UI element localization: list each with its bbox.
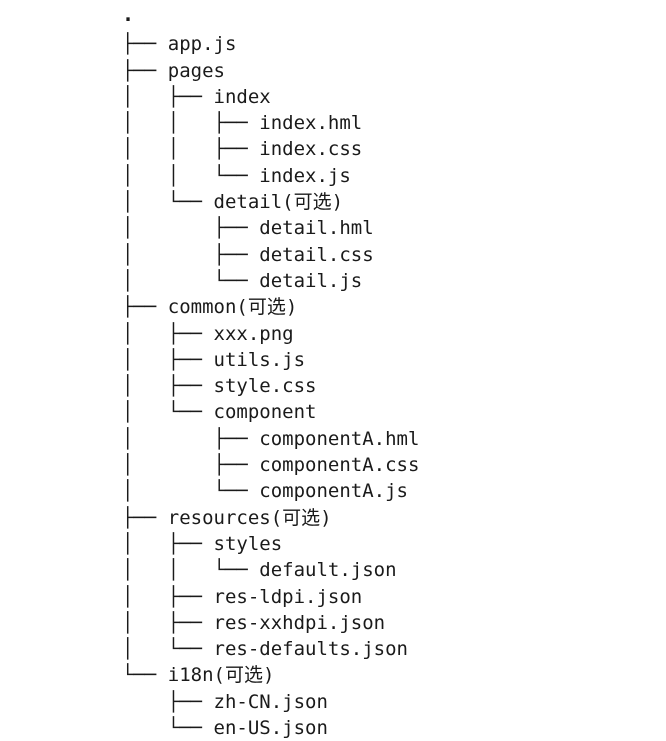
tree-label: res-defaults.json: [213, 638, 408, 661]
tree-label: index.js: [259, 164, 351, 187]
tree-prefix: │ ├──: [122, 322, 214, 345]
tree-label: app.js: [167, 33, 237, 56]
tree-prefix: ├──: [122, 33, 168, 56]
tree-prefix: │ ├──: [122, 217, 260, 240]
tree-prefix: │ ├──: [122, 427, 260, 450]
tree-root-label: .: [122, 2, 135, 26]
tree-prefix: │ ├──: [122, 348, 214, 371]
tree-label: index.css: [259, 138, 363, 161]
tree-label: componentA.css: [259, 454, 420, 477]
tree-line-app-js: ├── app.js: [122, 31, 642, 57]
tree-prefix: ├──: [122, 506, 168, 529]
tree-line-utils-js: │ ├── utils.js: [122, 347, 642, 373]
tree-line-detail-css: │ ├── detail.css: [122, 242, 642, 268]
tree-prefix: ├──: [122, 296, 168, 319]
tree-prefix: └──: [122, 717, 214, 740]
tree-line-xxx-png: │ ├── xxx.png: [122, 321, 642, 347]
tree-prefix: │ └──: [122, 401, 214, 424]
tree-prefix: │ │ └──: [122, 559, 260, 582]
tree-label: index: [213, 85, 271, 108]
tree-line-res-ldpi-json: │ ├── res-ldpi.json: [122, 584, 642, 610]
tree-line-detail-hml: │ ├── detail.hml: [122, 215, 642, 241]
tree-root: .: [122, 2, 642, 31]
tree-label: style.css: [213, 375, 317, 398]
tree-line-index-css: │ │ ├── index.css: [122, 136, 642, 162]
tree-prefix: │ ├──: [122, 532, 214, 555]
tree-label: detail.hml: [259, 217, 374, 240]
tree-label: i18n(可选): [167, 664, 275, 687]
tree-label: componentA.js: [259, 480, 408, 503]
tree-prefix: │ ├──: [122, 454, 260, 477]
directory-tree: . ├── app.js ├── pages │ ├── index │ │ ├…: [122, 2, 642, 741]
tree-prefix: │ │ └──: [122, 164, 260, 187]
tree-line-index: │ ├── index: [122, 84, 642, 110]
tree-label: en-US.json: [213, 717, 328, 740]
tree-label: res-xxhdpi.json: [213, 611, 386, 634]
tree-prefix: │ └──: [122, 191, 214, 214]
tree-prefix: └──: [122, 664, 168, 687]
tree-prefix: │ └──: [122, 269, 260, 292]
tree-prefix: │ ├──: [122, 611, 214, 634]
tree-line-en-us-json: └── en-US.json: [122, 715, 642, 741]
tree-line-detail-js: │ └── detail.js: [122, 268, 642, 294]
tree-label: componentA.hml: [259, 427, 420, 450]
tree-label: pages: [167, 59, 225, 82]
tree-label: detail.js: [259, 269, 363, 292]
tree-line-index-hml: │ │ ├── index.hml: [122, 110, 642, 136]
tree-label: res-ldpi.json: [213, 585, 363, 608]
tree-line-componenta-css: │ ├── componentA.css: [122, 452, 642, 478]
tree-prefix: │ └──: [122, 480, 260, 503]
tree-label: detail.css: [259, 243, 374, 266]
tree-label: xxx.png: [213, 322, 294, 345]
tree-prefix: │ └──: [122, 638, 214, 661]
tree-line-detail: │ └── detail(可选): [122, 189, 642, 215]
tree-prefix: ├──: [122, 690, 214, 713]
tree-label: default.json: [259, 559, 397, 582]
tree-label: detail(可选): [213, 191, 344, 214]
tree-label: utils.js: [213, 348, 306, 371]
tree-prefix: │ ├──: [122, 375, 214, 398]
tree-line-res-xxhdpi-json: │ ├── res-xxhdpi.json: [122, 610, 642, 636]
tree-line-zh-cn-json: ├── zh-CN.json: [122, 689, 642, 715]
tree-label: zh-CN.json: [213, 690, 328, 713]
tree-line-res-defaults-json: │ └── res-defaults.json: [122, 636, 642, 662]
tree-prefix: ├──: [122, 59, 168, 82]
tree-prefix: │ ├──: [122, 585, 214, 608]
tree-line-componenta-hml: │ ├── componentA.hml: [122, 426, 642, 452]
tree-label: index.hml: [259, 112, 363, 135]
tree-label: styles: [213, 532, 283, 555]
tree-line-resources: ├── resources(可选): [122, 505, 642, 531]
tree-label: common(可选): [167, 296, 298, 319]
tree-prefix: │ │ ├──: [122, 112, 260, 135]
tree-line-common: ├── common(可选): [122, 294, 642, 320]
tree-line-index-js: │ │ └── index.js: [122, 163, 642, 189]
tree-line-componenta-js: │ └── componentA.js: [122, 478, 642, 504]
tree-line-styles: │ ├── styles: [122, 531, 642, 557]
tree-line-default-json: │ │ └── default.json: [122, 557, 642, 583]
tree-label: component: [213, 401, 317, 424]
tree-line-component: │ └── component: [122, 399, 642, 425]
tree-prefix: │ │ ├──: [122, 138, 260, 161]
tree-line-i18n: └── i18n(可选): [122, 662, 642, 688]
tree-line-pages: ├── pages: [122, 58, 642, 84]
tree-prefix: │ ├──: [122, 243, 260, 266]
tree-prefix: │ ├──: [122, 85, 214, 108]
tree-line-style-css: │ ├── style.css: [122, 373, 642, 399]
tree-label: resources(可选): [167, 506, 332, 529]
